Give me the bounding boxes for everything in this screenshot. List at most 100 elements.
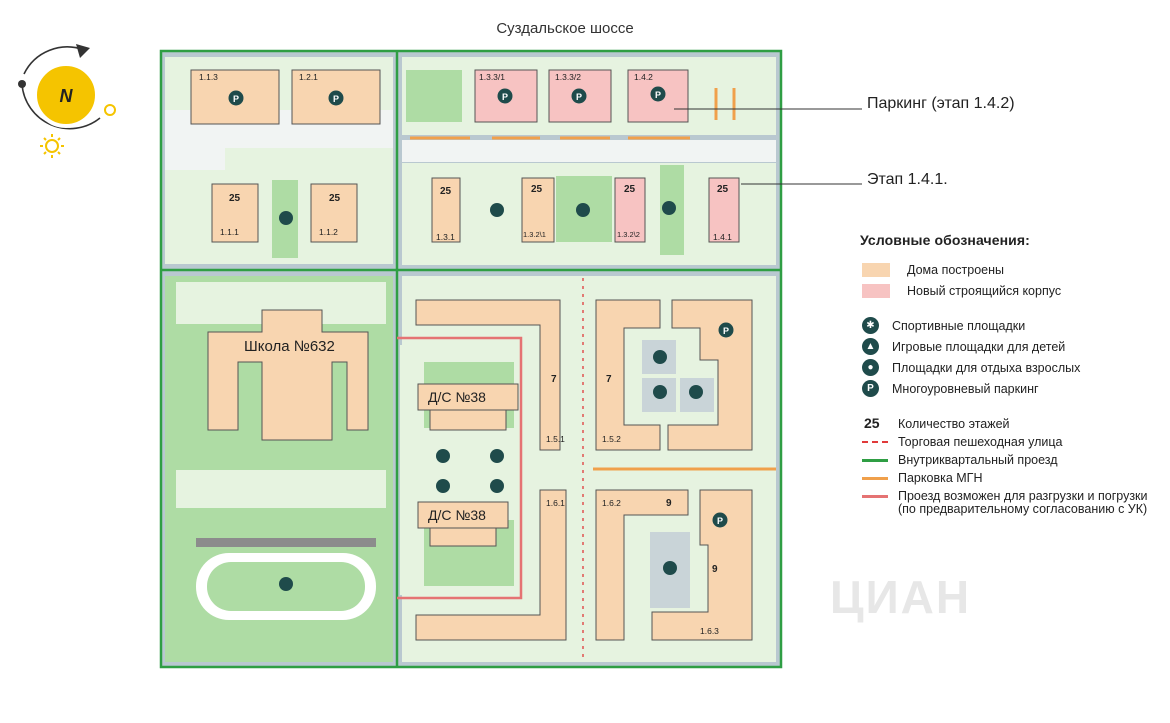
legend-parking-text: Многоуровневый паркинг bbox=[892, 382, 1039, 396]
building-1-6-2 bbox=[595, 489, 689, 641]
parking-icon: P bbox=[718, 322, 734, 338]
school-yard bbox=[176, 470, 386, 508]
legend: Условные обозначения: Дома построены Нов… bbox=[860, 232, 1165, 516]
building-1-3-2-2 bbox=[614, 177, 646, 243]
floor-count: 25 bbox=[717, 184, 729, 195]
sport-ground-icon: ✱ bbox=[862, 317, 879, 334]
building-label: 1.6.1 bbox=[546, 498, 565, 508]
floor-count: 25 bbox=[440, 186, 452, 197]
building-1-1-1 bbox=[211, 183, 259, 243]
kids-playground-icon bbox=[576, 203, 590, 217]
building-1-1-2 bbox=[310, 183, 358, 243]
svg-text:P: P bbox=[333, 94, 339, 104]
building-1-5-2 bbox=[595, 299, 661, 451]
legend-parking: P Многоуровневый паркинг bbox=[860, 379, 1165, 400]
legend-floors-text: Количество этажей bbox=[898, 417, 1010, 431]
driveway-patch bbox=[165, 148, 225, 170]
buildings-built bbox=[190, 69, 753, 641]
building-label: 1.2.1 bbox=[299, 72, 318, 82]
building-label: 1.5.1 bbox=[546, 434, 565, 444]
callout-stage: Этап 1.4.1. bbox=[867, 171, 948, 188]
building-1-3-1 bbox=[431, 177, 461, 243]
adults-area-icon bbox=[436, 479, 450, 493]
legend-sport-text: Спортивные площадки bbox=[892, 319, 1026, 333]
legend-adults: ● Площадки для отдыха взрослых bbox=[860, 358, 1165, 379]
mgn-line-icon bbox=[862, 477, 888, 480]
parking-icon: P bbox=[497, 88, 513, 104]
adults-area-icon: ● bbox=[862, 359, 879, 376]
compass-circle-icon bbox=[33, 62, 99, 128]
sun-icon bbox=[40, 134, 64, 158]
legend-driveway: Внутриквартальный проезд bbox=[860, 450, 1165, 468]
parking-icon: P bbox=[650, 86, 666, 102]
svg-text:P: P bbox=[717, 516, 723, 526]
north-arrow-icon bbox=[76, 44, 90, 58]
building-1-6-3 bbox=[651, 489, 753, 641]
kids-playground-icon bbox=[662, 201, 676, 215]
legend-kids: ▲ Игровые площадки для детей bbox=[860, 337, 1165, 358]
ped-street-line-icon bbox=[862, 441, 888, 443]
sport-ground-icon bbox=[663, 561, 677, 575]
legend-kids-text: Игровые площадки для детей bbox=[892, 340, 1066, 354]
floor-count: 7 bbox=[606, 374, 612, 385]
floor-count: 7 bbox=[551, 374, 557, 385]
driveway-lines bbox=[159, 49, 783, 669]
kids-playground-icon bbox=[490, 479, 504, 493]
building-label: 1.3.3/1 bbox=[479, 72, 505, 82]
sport-ground-icon bbox=[653, 385, 667, 399]
parking-icon: P bbox=[862, 380, 879, 397]
kids-playground-icon: ▲ bbox=[862, 338, 879, 355]
legend-new-text: Новый строящийся корпус bbox=[907, 284, 1062, 298]
building-label: 1.1.2 bbox=[319, 227, 338, 237]
floor-count: 25 bbox=[531, 184, 543, 195]
driveway-line-icon bbox=[862, 459, 888, 462]
school-building bbox=[207, 309, 369, 441]
building-label: 1.3.2\1 bbox=[523, 230, 546, 239]
callout-parking: Паркинг (этап 1.4.2) bbox=[867, 95, 1015, 112]
building-label: 1.4.2 bbox=[634, 72, 653, 82]
sport-ground-icon bbox=[653, 350, 667, 364]
building-label: 1.5.2 bbox=[602, 434, 621, 444]
green-area bbox=[406, 70, 462, 122]
parking-icons: P P P P P P P bbox=[228, 86, 734, 528]
loading-route bbox=[397, 336, 523, 600]
building-label: 1.6.2 bbox=[602, 498, 621, 508]
kindergarten-label: Д/С №38 bbox=[428, 389, 486, 405]
building-label: 1.3.3/2 bbox=[555, 72, 581, 82]
school-label: Школа №632 bbox=[244, 338, 335, 355]
legend-loading-text: Проезд возможен для разгрузки и погрузки bbox=[898, 489, 1148, 503]
floor-count: 9 bbox=[666, 498, 672, 509]
building-label: 1.6.3 bbox=[700, 626, 719, 636]
legend-sport: ✱ Спортивные площадки bbox=[860, 316, 1165, 337]
legend-loading: Проезд возможен для разгрузки и погрузки bbox=[860, 486, 1165, 504]
kindergarten-label: Д/С №38 bbox=[428, 507, 486, 523]
parking-icon: P bbox=[571, 88, 587, 104]
building-label: 1.1.3 bbox=[199, 72, 218, 82]
legend-title: Условные обозначения: bbox=[860, 232, 1030, 248]
building-label: 1.1.1 bbox=[220, 227, 239, 237]
kindergarten-building-1-wing bbox=[429, 409, 507, 431]
floor-count: 25 bbox=[229, 193, 241, 204]
floor-count: 25 bbox=[624, 184, 636, 195]
legend-ped-street-text: Торговая пешеходная улица bbox=[898, 435, 1063, 449]
kids-playground-icon bbox=[490, 203, 504, 217]
floor-count: 9 bbox=[712, 564, 718, 575]
building-1-3-2-1 bbox=[521, 177, 555, 243]
floor-count: 25 bbox=[329, 193, 341, 204]
svg-text:P: P bbox=[576, 92, 582, 102]
legend-new: Новый строящийся корпус bbox=[860, 281, 1165, 302]
building-1-6-1 bbox=[415, 489, 567, 641]
legend-adults-text: Площадки для отдыха взрослых bbox=[892, 361, 1081, 375]
amenity-icons bbox=[279, 201, 703, 591]
compass-ring-icon bbox=[104, 104, 116, 116]
building-1-3-3-1 bbox=[474, 69, 538, 123]
legend-floors: 25 Количество этажей bbox=[860, 414, 1165, 432]
kindergarten-building-2 bbox=[417, 501, 509, 529]
mgn-parking bbox=[410, 88, 776, 471]
svg-text:P: P bbox=[655, 90, 661, 100]
building-label: 1.3.2\2 bbox=[617, 230, 640, 239]
legend-loading-note: (по предварительному согласованию с УК) bbox=[898, 502, 1148, 516]
parking-icon: P bbox=[328, 90, 344, 106]
kindergarten-building-2-wing bbox=[429, 527, 497, 547]
